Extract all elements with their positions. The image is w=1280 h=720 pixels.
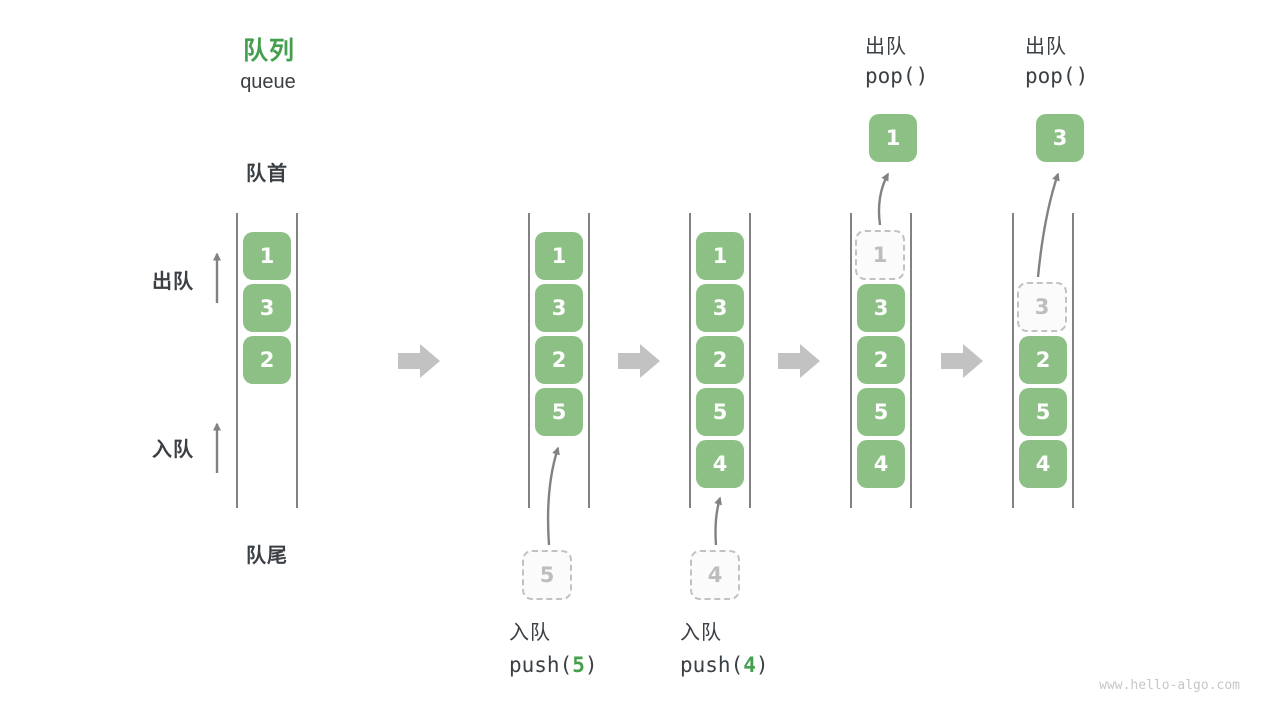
popped-item: 3 — [1036, 114, 1084, 162]
dequeue-arrow-col4 — [877, 172, 890, 226]
dequeue-op-label: 出队 — [865, 36, 907, 58]
popped-item: 1 — [869, 114, 917, 162]
enqueue-arrow-col2 — [546, 446, 560, 546]
dequeue-op-label: 出队 — [1025, 36, 1067, 58]
staging-item: 5 — [522, 550, 572, 600]
queue-item: 2 — [857, 336, 905, 384]
queue-item: 4 — [857, 440, 905, 488]
dequeue-side-label: 出队 — [152, 271, 194, 293]
watermark: www.hello-algo.com — [1099, 678, 1240, 693]
op-fn-name: pop( — [865, 64, 916, 88]
next-state-arrow-icon — [941, 344, 983, 378]
op-fn-close: ) — [755, 653, 769, 677]
queue-item: 4 — [1019, 440, 1067, 488]
next-state-arrow-icon — [778, 344, 820, 378]
enqueue-side-label: 入队 — [152, 439, 194, 461]
queue-item: 5 — [1019, 388, 1067, 436]
enqueue-op-label: 入队 — [509, 622, 551, 644]
queue-item: 2 — [696, 336, 744, 384]
queue-item: 2 — [1019, 336, 1067, 384]
queue-item: 1 — [535, 232, 583, 280]
staging-item: 4 — [690, 550, 740, 600]
queue-item: 1 — [243, 232, 291, 280]
dequeue-op-code: pop() — [1025, 64, 1088, 88]
queue-item: 4 — [696, 440, 744, 488]
op-fn-name: push( — [680, 653, 744, 677]
op-fn-close: ) — [915, 64, 929, 88]
dequeue-op-code: pop() — [865, 64, 928, 88]
op-fn-arg: 5 — [572, 653, 585, 677]
op-fn-close: ) — [1075, 64, 1089, 88]
queue-item-ghost: 3 — [1017, 282, 1067, 332]
queue-item: 3 — [535, 284, 583, 332]
dequeue-arrow-col5 — [1036, 172, 1060, 278]
queue-item: 3 — [243, 284, 291, 332]
op-fn-arg: 4 — [743, 653, 756, 677]
op-fn-close: ) — [584, 653, 598, 677]
queue-item: 2 — [535, 336, 583, 384]
queue-item: 1 — [696, 232, 744, 280]
enqueue-op-code: push(5) — [509, 653, 598, 677]
enqueue-op-code: push(4) — [680, 653, 769, 677]
diagram-title-zh: 队列 — [242, 37, 296, 65]
queue-item: 5 — [535, 388, 583, 436]
next-state-arrow-icon — [618, 344, 660, 378]
queue-item-ghost: 1 — [855, 230, 905, 280]
queue-item: 2 — [243, 336, 291, 384]
diagram-title-en: queue — [240, 71, 296, 93]
enqueue-arrow-col3 — [714, 496, 722, 546]
next-state-arrow-icon — [398, 344, 440, 378]
queue-rear-label: 队尾 — [246, 545, 288, 567]
op-fn-name: pop( — [1025, 64, 1076, 88]
queue-item: 5 — [857, 388, 905, 436]
enqueue-op-label: 入队 — [680, 622, 722, 644]
queue-item: 3 — [696, 284, 744, 332]
queue-item: 5 — [696, 388, 744, 436]
op-fn-name: push( — [509, 653, 573, 677]
queue-front-label: 队首 — [246, 163, 288, 185]
queue-item: 3 — [857, 284, 905, 332]
